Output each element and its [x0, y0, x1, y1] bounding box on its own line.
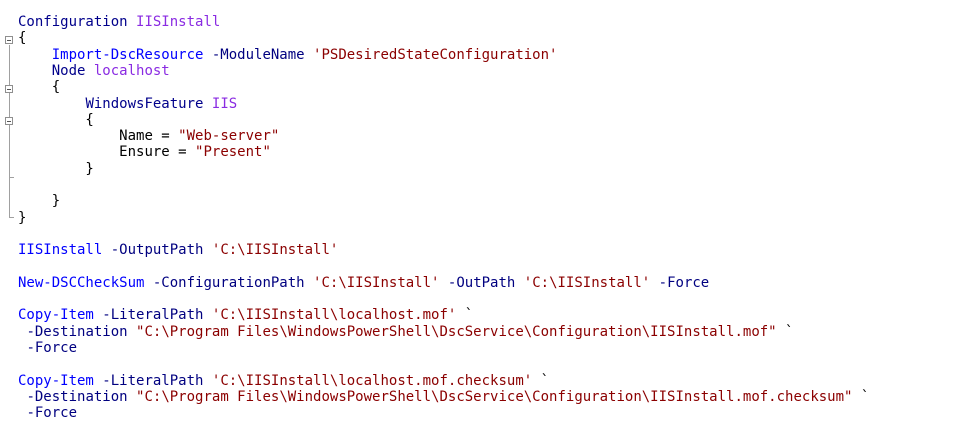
- code-token: "C:\Program Files\WindowsPowerShell\DscS…: [136, 323, 777, 340]
- code-token: -Destination: [26, 323, 128, 340]
- fold-guide-end: [9, 217, 14, 218]
- code-line[interactable]: New-DSCCheckSum -ConfigurationPath 'C:\I…: [18, 275, 709, 291]
- code-token: Configuration: [18, 14, 128, 30]
- code-token: [203, 47, 211, 63]
- fold-guide-line: [9, 45, 10, 217]
- code-token: [305, 47, 313, 63]
- code-token: Node: [51, 62, 86, 79]
- code-token: }: [18, 209, 27, 226]
- code-line[interactable]: {: [18, 30, 26, 46]
- code-line[interactable]: -Force: [18, 405, 77, 421]
- code-token: Import-DscResource: [51, 46, 204, 63]
- code-line[interactable]: }: [18, 160, 94, 177]
- fold-gutter: [0, 0, 18, 440]
- code-token: WindowsFeature: [85, 95, 204, 112]
- code-token: "Present": [195, 144, 271, 161]
- code-token: [102, 242, 110, 258]
- fold-collapse-icon[interactable]: [5, 85, 13, 93]
- code-token: [203, 373, 211, 389]
- code-token: Ensure: [119, 144, 170, 161]
- code-token: 'C:\IISInstall': [211, 242, 339, 259]
- code-line[interactable]: -Destination "C:\Program Files\WindowsPo…: [18, 389, 869, 405]
- code-token: -Force: [658, 274, 710, 291]
- code-token: -OutPath: [447, 274, 516, 291]
- code-line[interactable]: IISInstall -OutputPath 'C:\IISInstall': [18, 242, 338, 258]
- code-token: [18, 144, 119, 160]
- code-token: New-DSCCheckSum: [18, 274, 145, 291]
- code-token: =: [169, 144, 196, 161]
- code-token: -Destination: [26, 388, 128, 405]
- code-token: `: [776, 323, 794, 340]
- code-line[interactable]: Import-DscResource -ModuleName 'PSDesire…: [18, 46, 558, 63]
- code-token: -LiteralPath: [102, 307, 204, 324]
- code-line[interactable]: Copy-Item -LiteralPath 'C:\IISInstall\lo…: [18, 373, 549, 389]
- code-token: {: [18, 79, 61, 96]
- code-token: [18, 63, 52, 79]
- code-token: {: [18, 30, 27, 47]
- code-token: 'C:\IISInstall\localhost.mof': [211, 307, 457, 324]
- fold-collapse-icon[interactable]: [5, 36, 13, 44]
- code-token: [439, 275, 447, 291]
- code-token: -ModuleName: [211, 46, 305, 63]
- code-token: [18, 96, 85, 112]
- fold-collapse-icon[interactable]: [5, 117, 13, 125]
- code-line[interactable]: Configuration IISInstall: [18, 14, 220, 30]
- code-line[interactable]: {: [18, 79, 60, 95]
- code-token: -Force: [26, 340, 78, 356]
- code-line[interactable]: Copy-Item -LiteralPath 'C:\IISInstall\lo…: [18, 307, 473, 323]
- code-token: localhost: [93, 62, 170, 79]
- code-line[interactable]: Name = "Web-server": [18, 128, 279, 144]
- code-token: "C:\Program Files\WindowsPowerShell\DscS…: [136, 388, 853, 405]
- code-token: =: [152, 128, 179, 145]
- code-token: -OutputPath: [110, 242, 204, 259]
- code-line[interactable]: -Destination "C:\Program Files\WindowsPo…: [18, 324, 793, 340]
- code-token: Copy-Item: [18, 372, 94, 389]
- code-token: }: [18, 193, 61, 210]
- code-token: 'C:\IISInstall\localhost.mof.checksum': [211, 372, 533, 389]
- code-token: `: [852, 388, 870, 405]
- code-token: [85, 63, 93, 79]
- code-token: [128, 14, 136, 30]
- code-token: -ConfigurationPath: [152, 274, 305, 291]
- code-token: 'PSDesiredStateConfiguration': [313, 46, 558, 63]
- code-token: [203, 242, 211, 258]
- code-token: 'C:\IISInstall': [313, 274, 440, 291]
- code-token: "Web-server": [178, 128, 280, 145]
- code-token: [203, 307, 211, 323]
- code-line[interactable]: {: [18, 111, 94, 128]
- code-token: -LiteralPath: [102, 372, 204, 389]
- fold-guide-end: [9, 177, 14, 178]
- code-token: [18, 128, 119, 144]
- code-token: }: [18, 160, 94, 177]
- code-token: Copy-Item: [18, 307, 94, 324]
- code-line[interactable]: }: [18, 210, 26, 226]
- code-token: IISInstall: [18, 242, 103, 259]
- code-token: IISInstall: [136, 14, 221, 30]
- code-token: {: [18, 111, 94, 128]
- code-token: [305, 275, 313, 291]
- code-token: `: [456, 307, 474, 324]
- code-token: Name: [119, 128, 153, 145]
- code-line[interactable]: }: [18, 193, 60, 209]
- code-token: [203, 96, 211, 112]
- code-line[interactable]: Node localhost: [18, 63, 170, 79]
- code-token: [144, 275, 152, 291]
- code-token: IIS: [211, 95, 238, 112]
- code-token: [515, 275, 523, 291]
- code-token: [128, 324, 136, 340]
- code-token: -Force: [26, 405, 78, 422]
- code-token: `: [532, 372, 550, 389]
- code-line[interactable]: -Force: [18, 340, 77, 356]
- code-line[interactable]: Ensure = "Present": [18, 144, 271, 160]
- code-line[interactable]: WindowsFeature IIS: [18, 96, 237, 112]
- code-token: [650, 275, 658, 291]
- code-token: [128, 389, 136, 405]
- code-token: 'C:\IISInstall': [523, 274, 651, 291]
- code-token: [18, 47, 52, 63]
